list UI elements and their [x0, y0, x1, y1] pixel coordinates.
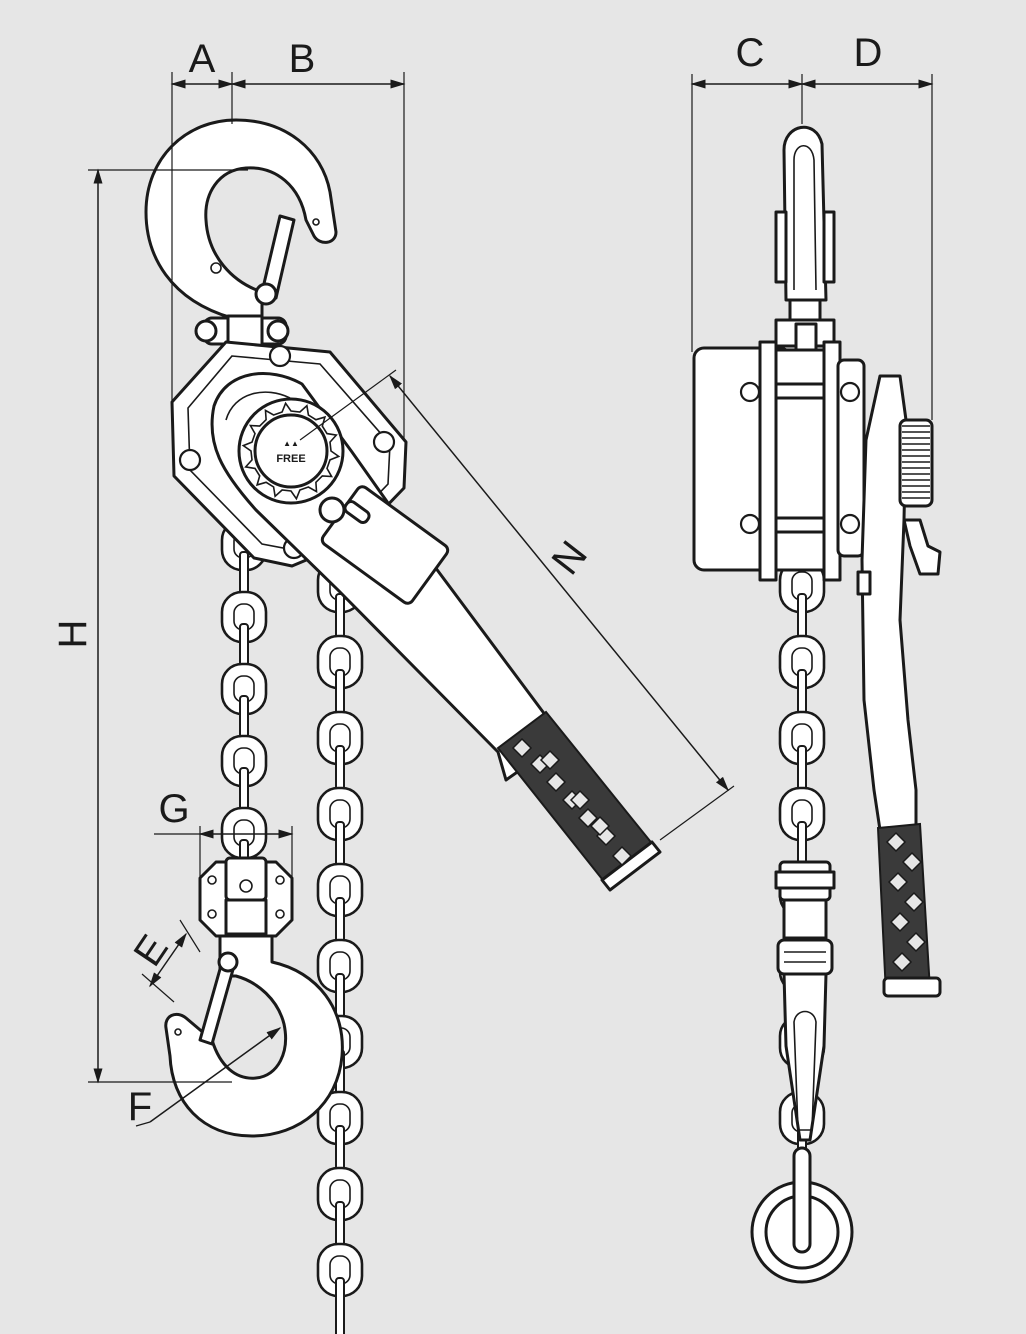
grip-diamond — [891, 951, 913, 973]
grip-diamond — [885, 831, 907, 853]
side-view — [692, 125, 942, 1284]
load-chain-left — [220, 518, 268, 899]
grip-diamond — [889, 911, 911, 933]
side-grip — [876, 822, 942, 998]
side-bottom-hook — [750, 972, 854, 1284]
top-hook — [144, 118, 338, 320]
svg-text:FREE: FREE — [276, 453, 305, 465]
dim-label-d: D — [854, 31, 883, 75]
dim-label-f: F — [128, 1085, 152, 1129]
grip-diamond — [589, 815, 611, 837]
grip-diamond — [577, 807, 599, 829]
side-top-hook — [774, 125, 836, 356]
chain-link-edge — [335, 1277, 345, 1334]
lever-grip — [496, 710, 662, 892]
dim-label-n: N — [544, 533, 596, 583]
side-lever — [856, 374, 942, 832]
dim-label-a: A — [189, 37, 216, 81]
grip-diamond — [903, 891, 925, 913]
side-gear-cover — [692, 340, 866, 582]
grip-diamond — [905, 931, 927, 953]
bottom-hook — [164, 934, 344, 1138]
top-swivel — [194, 314, 290, 348]
grip-diamond — [901, 851, 923, 873]
load-chain-right — [316, 558, 364, 1334]
front-view: ▲▲ FREE — [144, 118, 662, 1334]
dim-label-e: E — [126, 927, 177, 974]
dim-label-b: B — [289, 37, 316, 81]
grip-diamond — [887, 871, 909, 893]
chain-block — [198, 856, 294, 938]
grip-diamond — [569, 789, 591, 811]
dim-label-h: H — [51, 620, 95, 649]
dim-label-g: G — [158, 787, 189, 831]
grip-diamond — [611, 845, 633, 867]
svg-text:▲▲: ▲▲ — [283, 439, 299, 448]
dim-label-c: C — [736, 31, 765, 75]
ratchet-wheel: ▲▲ FREE — [237, 397, 345, 505]
dimension-lines — [88, 72, 934, 1127]
side-chain-block — [774, 860, 836, 976]
